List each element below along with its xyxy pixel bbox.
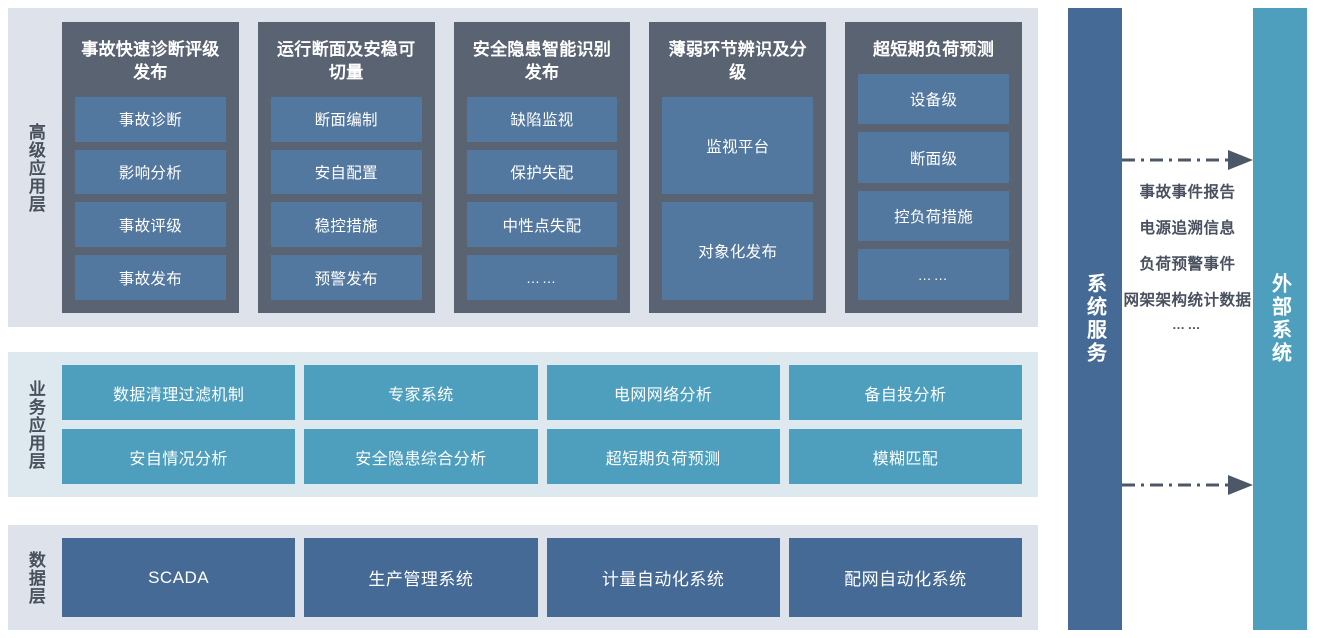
flow-label: 电源追溯信息: [1139, 220, 1236, 238]
layer-label-business: 业务应用层: [25, 379, 45, 470]
layer-label-data: 数据层: [25, 550, 45, 605]
app-card-weak-link-identification[interactable]: 薄弱环节辨识及分级 监视平台 对象化发布: [649, 22, 827, 313]
flow-label-ellipsis: ……: [1172, 316, 1203, 332]
advanced-card-list: 事故快速诊断评级发布 事故诊断 影响分析 事故评级 事故发布 运行断面及安稳可切…: [62, 8, 1038, 327]
business-item[interactable]: 电网网络分析: [546, 365, 780, 420]
app-item[interactable]: 监视平台: [662, 96, 814, 195]
business-item[interactable]: 数据清理过滤机制: [62, 365, 296, 420]
data-item-list: SCADA 生产管理系统 计量自动化系统 配网自动化系统: [62, 525, 1038, 630]
external-system-bar[interactable]: 外部系统: [1253, 8, 1307, 630]
app-card-items: 设备级 断面级 控负荷措施 ……: [858, 73, 1009, 300]
business-item[interactable]: 备自投分析: [788, 365, 1022, 420]
business-row: 数据清理过滤机制 专家系统 电网网络分析 备自投分析: [62, 365, 1022, 420]
app-item[interactable]: 预警发布: [270, 255, 422, 300]
app-card-title: 事故快速诊断评级发布: [81, 40, 220, 82]
app-item[interactable]: 缺陷监视: [466, 96, 618, 142]
app-item-ellipsis[interactable]: ……: [858, 249, 1009, 300]
app-item[interactable]: 安自配置: [270, 149, 422, 195]
business-item[interactable]: 专家系统: [304, 365, 538, 420]
app-card-items: 监视平台 对象化发布: [662, 96, 814, 300]
architecture-layers-column: 高级应用层 事故快速诊断评级发布 事故诊断 影响分析 事故评级 事故发布 运行断…: [8, 8, 1038, 630]
app-item[interactable]: 事故诊断: [75, 96, 226, 142]
app-card-accident-diagnosis[interactable]: 事故快速诊断评级发布 事故诊断 影响分析 事故评级 事故发布: [62, 22, 239, 313]
app-card-ultra-short-term-load-forecast[interactable]: 超短期负荷预测 设备级 断面级 控负荷措施 ……: [845, 22, 1022, 313]
app-item[interactable]: 控负荷措施: [858, 190, 1009, 242]
app-item[interactable]: 事故发布: [75, 255, 226, 300]
app-card-items: 断面编制 安自配置 稳控措施 预警发布: [270, 96, 422, 300]
app-item[interactable]: 设备级: [858, 73, 1009, 125]
system-service-bar[interactable]: 系统服务: [1068, 8, 1122, 630]
app-card-items: 缺陷监视 保护失配 中性点失配 ……: [466, 96, 618, 300]
flow-label: 网架架构统计数据: [1123, 292, 1252, 310]
flow-label-list: 事故事件报告 电源追溯信息 负荷预警事件 网架架构统计数据 ……: [1122, 183, 1253, 333]
app-card-hidden-danger-identification[interactable]: 安全隐患智能识别发布 缺陷监视 保护失配 中性点失配 ……: [453, 22, 631, 313]
layer-data: 数据层 SCADA 生产管理系统 计量自动化系统 配网自动化系统: [8, 525, 1038, 630]
data-item[interactable]: 计量自动化系统: [546, 538, 780, 617]
app-card-items: 事故诊断 影响分析 事故评级 事故发布: [75, 96, 226, 300]
app-card-title: 超短期负荷预测: [873, 40, 995, 59]
layer-advanced-application: 高级应用层 事故快速诊断评级发布 事故诊断 影响分析 事故评级 事故发布 运行断…: [8, 8, 1038, 327]
app-card-title: 安全隐患智能识别发布: [472, 40, 612, 82]
flow-label: 事故事件报告: [1139, 184, 1236, 201]
business-item[interactable]: 安全隐患综合分析: [304, 429, 538, 484]
business-item[interactable]: 安自情况分析: [62, 429, 296, 484]
app-item[interactable]: 断面级: [858, 132, 1009, 183]
data-item[interactable]: SCADA: [62, 538, 296, 617]
app-item-ellipsis[interactable]: ……: [466, 255, 618, 300]
app-card-section-and-stability[interactable]: 运行断面及安稳可切量 断面编制 安自配置 稳控措施 预警发布: [257, 22, 435, 313]
flow-column: 事故事件报告 电源追溯信息 负荷预警事件 网架架构统计数据 ……: [1122, 8, 1253, 630]
data-item[interactable]: 生产管理系统: [304, 538, 538, 617]
flow-arrow-bottom-icon: [1122, 474, 1253, 496]
business-item[interactable]: 模糊匹配: [788, 429, 1022, 484]
app-item[interactable]: 影响分析: [75, 149, 226, 195]
app-item[interactable]: 断面编制: [270, 96, 422, 142]
flow-arrow-top-icon: [1122, 149, 1253, 171]
app-item[interactable]: 中性点失配: [466, 202, 618, 248]
business-item-grid: 数据清理过滤机制 专家系统 电网网络分析 备自投分析 安自情况分析 安全隐患综合…: [62, 352, 1038, 497]
app-item[interactable]: 稳控措施: [270, 202, 422, 248]
layer-label-advanced: 高级应用层: [25, 122, 45, 213]
app-item[interactable]: 事故评级: [75, 202, 226, 248]
business-row: 安自情况分析 安全隐患综合分析 超短期负荷预测 模糊匹配: [62, 429, 1022, 484]
layer-business-application: 业务应用层 数据清理过滤机制 专家系统 电网网络分析 备自投分析 安自情况分析 …: [8, 352, 1038, 497]
flow-label: 负荷预警事件: [1139, 256, 1236, 274]
business-item[interactable]: 超短期负荷预测: [546, 429, 780, 484]
app-card-title: 薄弱环节辨识及分级: [668, 40, 807, 82]
data-item[interactable]: 配网自动化系统: [788, 538, 1022, 617]
app-item[interactable]: 保护失配: [466, 149, 618, 195]
app-card-title: 运行断面及安稳可切量: [276, 40, 416, 82]
app-item[interactable]: 对象化发布: [662, 202, 814, 300]
